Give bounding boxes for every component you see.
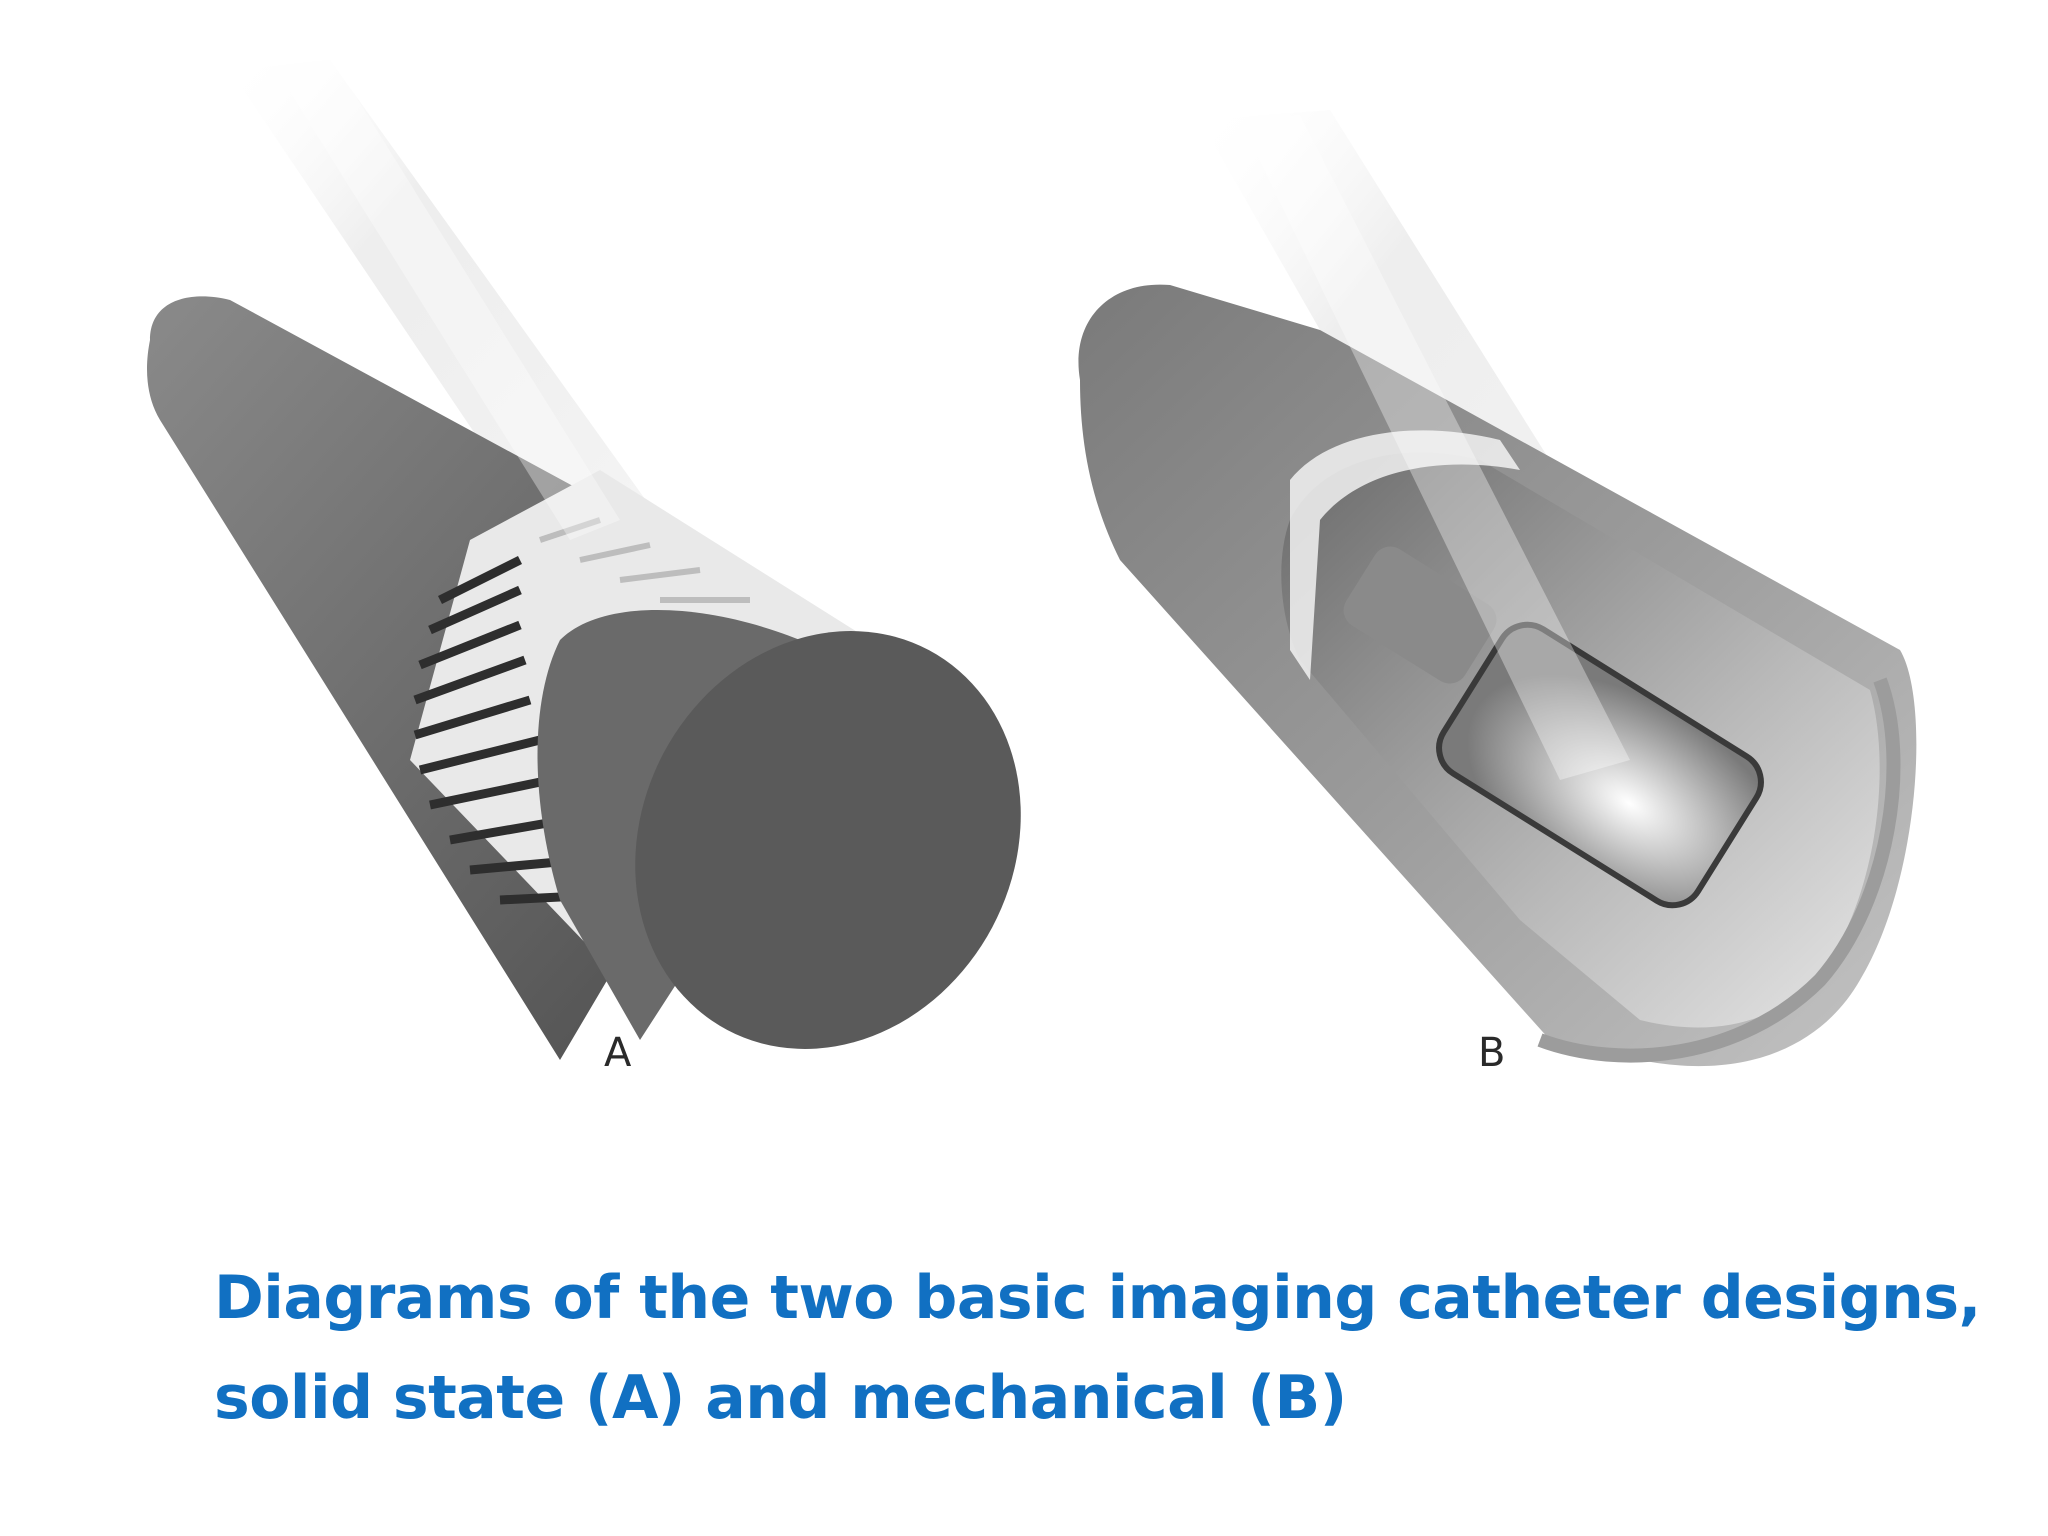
- ultrasound-beam-a-front: [270, 55, 620, 540]
- figure-caption: Diagrams of the two basic imaging cathet…: [214, 1248, 2014, 1448]
- solid-state-catheter: [147, 55, 1021, 1060]
- panel-b-label: B: [1478, 1030, 1506, 1076]
- mechanical-catheter: [1078, 110, 1917, 1067]
- ultrasound-beam-a: [230, 60, 660, 560]
- sheath-rim: [1537, 677, 1901, 1063]
- rotating-transducer-housing: [1436, 621, 1764, 909]
- catheter-tip-face-a: [635, 631, 1021, 1049]
- catheter-diagrams-figure: [147, 55, 1917, 1067]
- drive-shaft: [1343, 546, 1497, 684]
- acoustic-window-band: [1290, 430, 1520, 680]
- ultrasound-beam-b-front: [1240, 115, 1630, 780]
- caption-line-1: Diagrams of the two basic imaging cathet…: [214, 1263, 1981, 1333]
- caption-line-2: solid state (A) and mechanical (B): [214, 1363, 1347, 1433]
- panel-a-label: A: [604, 1030, 632, 1076]
